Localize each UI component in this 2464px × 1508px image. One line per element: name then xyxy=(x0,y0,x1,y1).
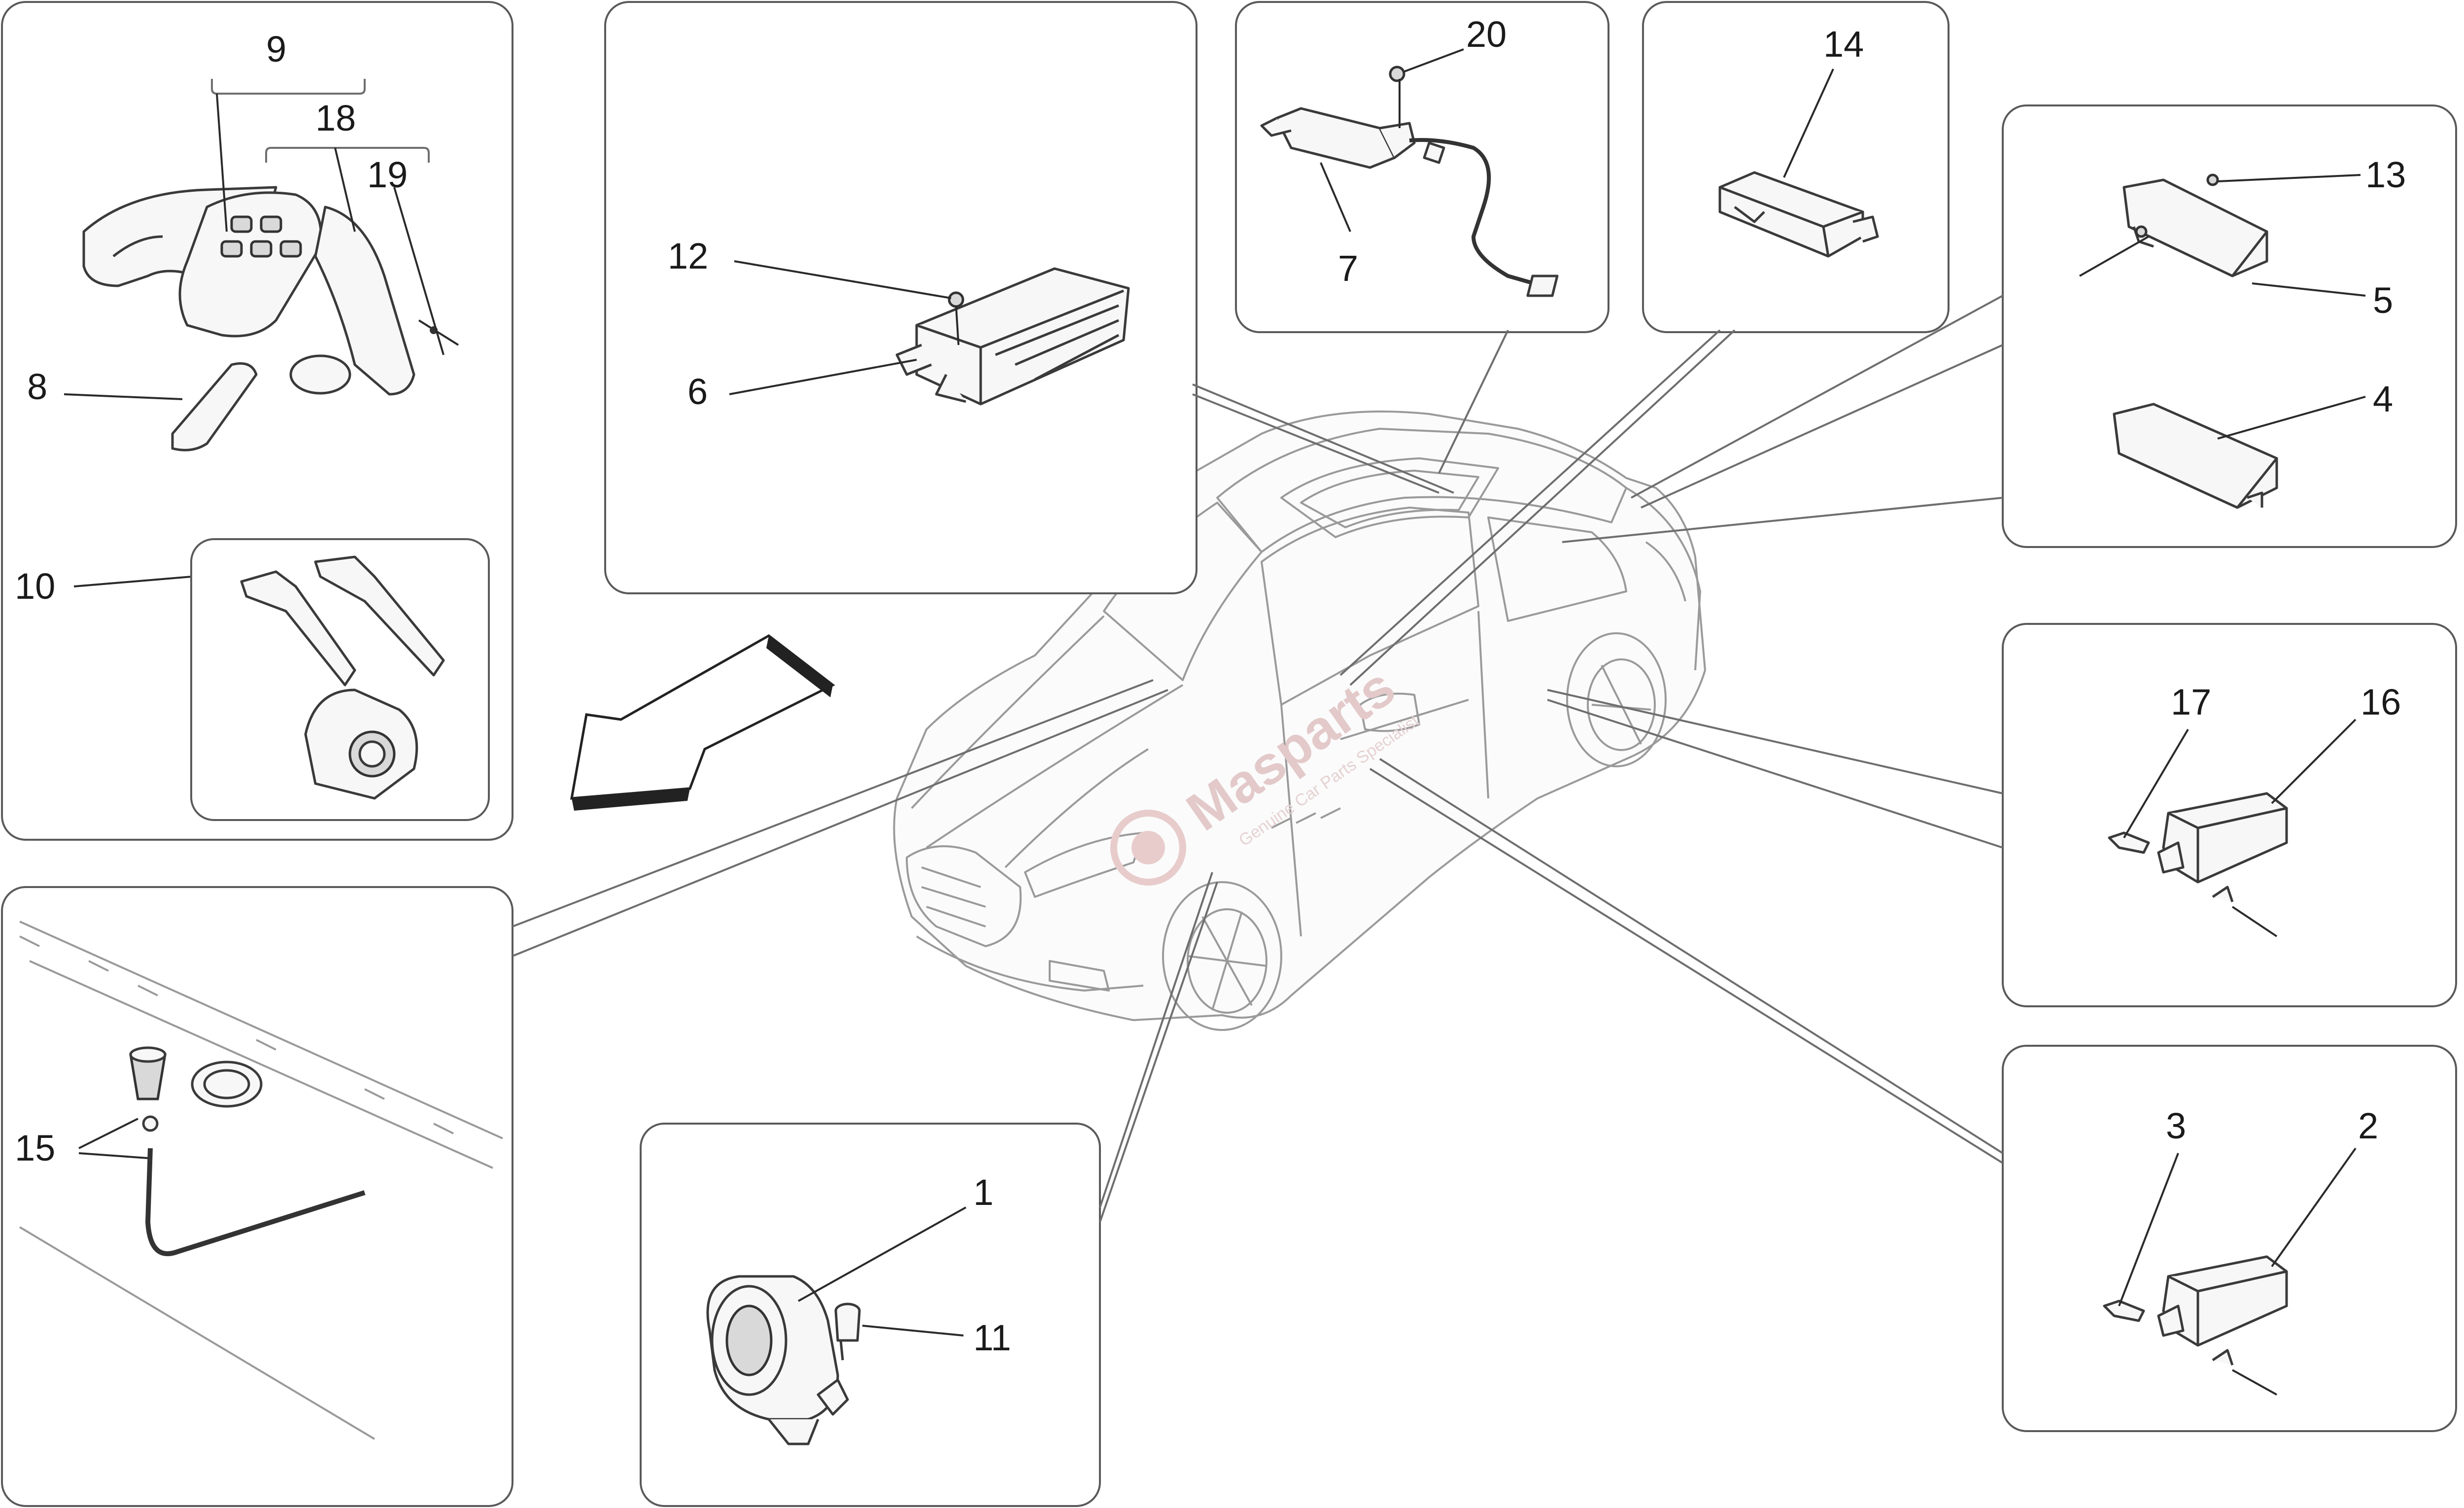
callout-10: 10 xyxy=(15,566,55,607)
callout-14: 14 xyxy=(1823,24,1864,65)
callout-numbers: 1 2 3 4 5 6 7 8 9 10 11 12 13 14 15 16 1… xyxy=(15,14,2406,1358)
callout-18: 18 xyxy=(315,98,356,138)
callout-15: 15 xyxy=(15,1128,55,1168)
panel-sensor-14 xyxy=(1642,1,1950,333)
panel-roof-antenna xyxy=(1,886,513,1507)
callout-19: 19 xyxy=(367,154,408,195)
panel-sensors-4-5 xyxy=(2002,104,2457,548)
callout-20: 20 xyxy=(1466,14,1506,55)
panel-control-module xyxy=(604,1,1198,594)
callout-2: 2 xyxy=(2358,1105,2378,1146)
callout-5: 5 xyxy=(2373,280,2393,321)
callout-11: 11 xyxy=(973,1317,1011,1358)
callout-3: 3 xyxy=(2166,1105,2186,1146)
callout-7: 7 xyxy=(1338,248,1358,289)
panel-bracket-2 xyxy=(2002,1045,2457,1432)
panel-siren xyxy=(640,1123,1101,1507)
callout-6: 6 xyxy=(687,371,708,412)
callout-16: 16 xyxy=(2361,682,2401,722)
direction-arrow xyxy=(570,634,835,811)
callout-8: 8 xyxy=(27,366,47,407)
panel-bracket-16 xyxy=(2002,623,2457,1007)
callout-9: 9 xyxy=(266,29,286,69)
callout-12: 12 xyxy=(668,236,708,276)
callout-1: 1 xyxy=(973,1172,993,1213)
callout-13: 13 xyxy=(2365,154,2406,195)
connector-lines xyxy=(512,295,2004,1223)
panel-antenna-module xyxy=(1235,1,1609,333)
callout-4: 4 xyxy=(2373,378,2393,419)
callout-17: 17 xyxy=(2171,682,2211,722)
panel-key-fob xyxy=(1,1,513,841)
